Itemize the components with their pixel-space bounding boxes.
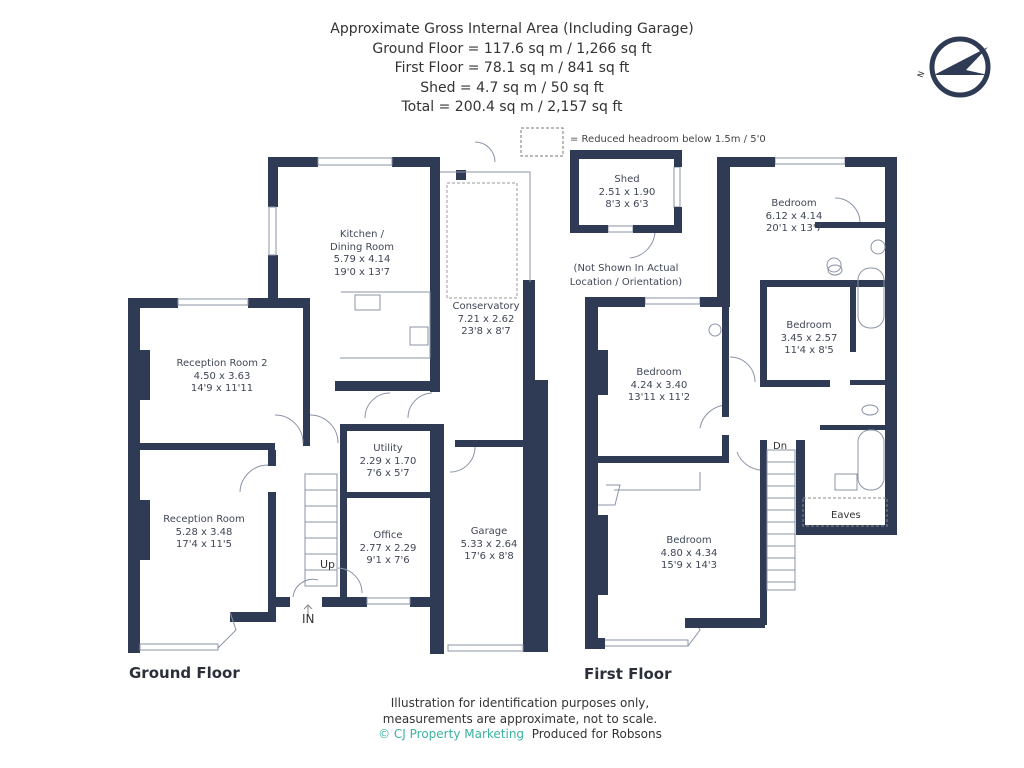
room-size-imperial: 13'11 x 11'2 [627,392,691,403]
entrance-label: IN [302,612,315,626]
area-shed: Shed = 4.7 sq m / 50 sq ft [420,79,604,96]
room-size-metric: 5.79 x 4.14 [333,254,391,265]
area-ground-floor: Ground Floor = 117.6 sq m / 1,266 sq ft [372,40,652,57]
room-size-metric: 2.29 x 1.70 [359,455,417,467]
room-size-metric: 2.51 x 1.90 [598,186,656,198]
room-size-imperial: 7'6 x 5'7 [366,468,410,479]
disclaimer-line2: measurements are approximate, not to sca… [382,711,658,726]
room-reception-room-2: Reception Room 2 4.50 x 3.63 14'9 x 11'1… [176,358,267,396]
room-size-imperial: 9'1 x 7'6 [366,555,410,566]
room-office: Office 2.77 x 2.29 9'1 x 7'6 [360,530,417,568]
room-reception-room: Reception Room 5.28 x 3.48 17'4 x 11'5 [163,514,244,552]
room-size-imperial: 8'3 x 6'3 [605,199,649,210]
first-floor-fixtures [598,239,886,591]
compass-icon [929,36,991,98]
room-size-metric: 4.24 x 3.40 [630,379,688,391]
room-size-imperial: 19'0 x 13'7 [334,266,390,278]
windows [139,157,897,652]
room-shed: Shed 2.51 x 1.90 8'3 x 6'3 [599,174,656,212]
footer: Illustration for identification purposes… [340,696,700,743]
produced-for: Produced for Robsons [531,727,662,741]
room-kitchen-dining: Kitchen / Dining Room 5.79 x 4.14 19'0 x… [330,229,394,279]
room-size-metric: 7.21 x 2.62 [457,313,515,325]
room-name: Office [373,530,403,541]
room-size-metric: 4.80 x 4.34 [660,547,718,559]
ground-floor-walls [128,157,548,654]
shed-note: (Not Shown In Actual Location / Orientat… [570,262,682,290]
door-swings [239,141,861,598]
room-size-metric: 5.33 x 2.64 [460,538,518,550]
room-bedroom-3: Bedroom 4.24 x 3.40 13'11 x 11'2 [628,367,690,405]
room-name: Conservatory [452,301,520,312]
brand-credit: © CJ Property Marketing [378,727,525,741]
room-name: Bedroom [666,535,712,546]
room-bedroom-2: Bedroom 3.45 x 2.57 11'4 x 8'5 [781,320,838,358]
first-floor-title: First Floor [584,665,672,683]
room-name: Reception Room 2 [176,358,268,369]
room-size-imperial: 17'6 x 8'8 [464,551,514,562]
reduced-headroom-conservatory [446,182,518,299]
room-garage: Garage 5.33 x 2.64 17'6 x 8'8 [461,526,518,564]
shed-note-line1: (Not Shown In Actual [573,263,679,274]
room-conservatory: Conservatory 7.21 x 2.62 23'8 x 8'7 [452,301,519,339]
room-name: Reception Room [163,514,245,525]
room-size-imperial: 23'8 x 8'7 [461,326,511,337]
shed-walls [570,150,682,233]
ground-floor-title: Ground Floor [129,664,240,682]
room-name: Bedroom [636,367,682,378]
room-size-imperial: 11'4 x 8'5 [784,345,834,356]
room-size-metric: 2.77 x 2.29 [359,542,417,554]
room-size-imperial: 15'9 x 14'3 [661,560,717,571]
room-name: Utility [373,443,403,454]
room-name: Shed [614,174,640,185]
stairs-up-label: Up [320,558,336,571]
eaves-area [802,497,888,527]
room-name: Bedroom [786,320,832,331]
area-title: Approximate Gross Internal Area (Includi… [330,21,694,37]
room-bedroom-4: Bedroom 4.80 x 4.34 15'9 x 14'3 [661,535,718,573]
room-size-metric: 5.28 x 3.48 [175,526,233,538]
room-bedroom-1: Bedroom 6.12 x 4.14 20'1 x 13'7 [766,198,823,236]
disclaimer-line1: Illustration for identification purposes… [390,696,650,710]
room-size-imperial: 17'4 x 11'5 [176,539,232,550]
shed-note-line2: Location / Orientation) [569,277,683,288]
room-size-imperial: 20'1 x 13'7 [766,223,822,234]
first-floor-walls [585,157,897,649]
eaves-label: Eaves [831,510,861,521]
stairs-down-label: Dn [773,441,788,452]
room-name: Garage [470,526,508,537]
room-name: Kitchen / [339,229,385,240]
room-size-metric: 3.45 x 2.57 [780,332,838,344]
room-name-line2: Dining Room [330,241,394,253]
area-summary: Approximate Gross Internal Area (Includi… [262,20,762,118]
room-name: Bedroom [771,198,817,209]
room-size-metric: 6.12 x 4.14 [765,210,823,222]
room-size-imperial: 14'9 x 11'11 [190,383,254,394]
room-utility: Utility 2.29 x 1.70 7'6 x 5'7 [360,443,417,481]
kitchen-units [304,291,431,587]
area-first-floor: First Floor = 78.1 sq m / 841 sq ft [394,60,630,76]
reduced-headroom-swatch [520,127,564,157]
reduced-headroom-legend: = Reduced headroom below 1.5m / 5'0 [570,134,766,145]
room-size-metric: 4.50 x 3.63 [193,370,251,382]
entrance-arrow-icon [303,604,313,615]
area-total: Total = 200.4 sq m / 2,157 sq ft [401,99,623,115]
